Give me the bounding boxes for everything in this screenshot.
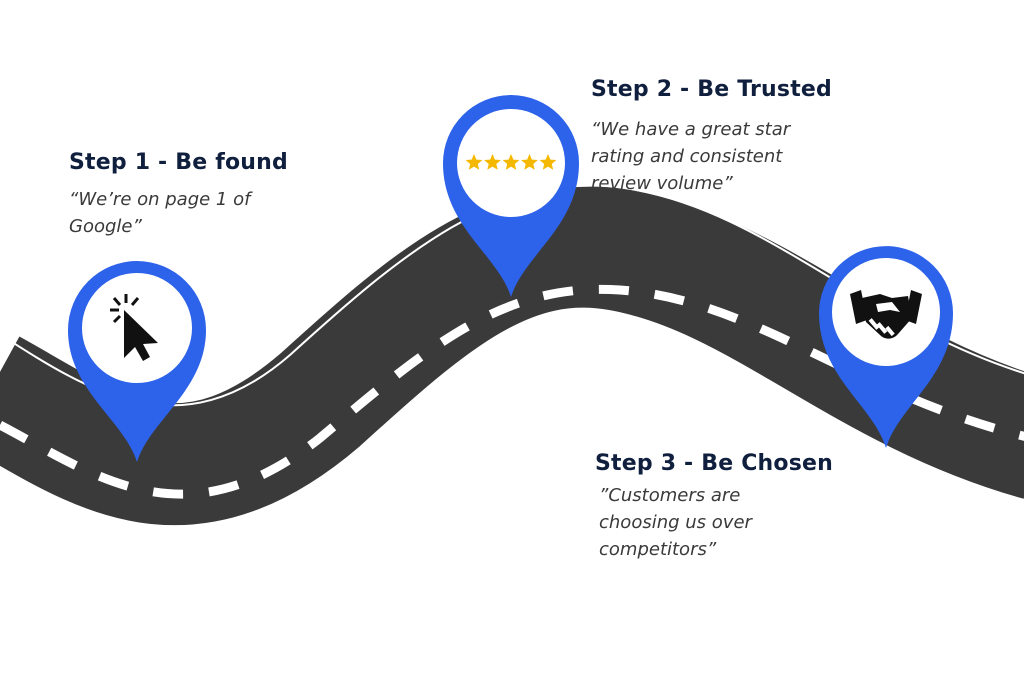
handshake-icon — [850, 290, 922, 339]
step-1-quote: “We’re on page 1 of Google” — [69, 186, 299, 240]
quote-line: rating and consistent — [591, 146, 783, 167]
quote-line: competitors” — [599, 539, 717, 560]
quote-line: review volume” — [591, 173, 733, 194]
quote-line: ”Customers are — [599, 485, 741, 506]
quote-line: choosing us over — [599, 512, 752, 533]
pin-step-3 — [819, 246, 953, 448]
pin-step-2 — [443, 95, 579, 298]
five-stars-icon — [465, 154, 557, 170]
quote-line: “We have a great star — [591, 119, 791, 140]
step-1-title: Step 1 - Be found — [69, 150, 288, 175]
step-2-quote: “We have a great star rating and consist… — [591, 116, 841, 197]
quote-line: “We’re on page 1 of — [69, 189, 251, 210]
step-2-title: Step 2 - Be Trusted — [591, 77, 832, 102]
step-3-quote: ”Customers are choosing us over competit… — [599, 482, 819, 563]
step-3-title: Step 3 - Be Chosen — [595, 451, 833, 476]
road-center-line — [0, 284, 1024, 499]
cursor-click-icon — [110, 294, 158, 361]
quote-line: Google” — [69, 216, 142, 237]
pin-step-1 — [68, 261, 206, 462]
